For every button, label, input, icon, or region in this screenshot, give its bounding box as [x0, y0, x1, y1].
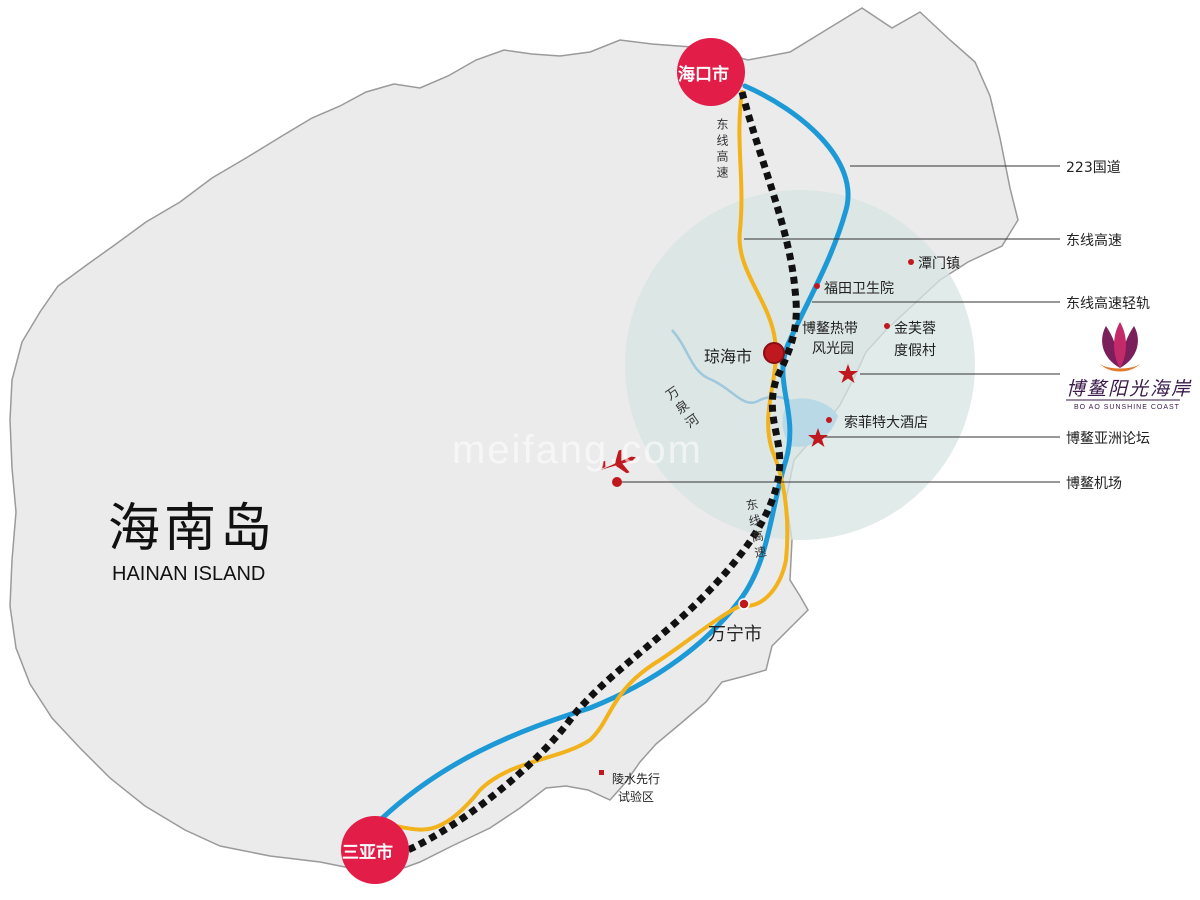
island-name-en: HAINAN ISLAND: [112, 563, 266, 585]
watermark: meifang.com: [452, 428, 703, 472]
haikou-label[interactable]: 海口市: [678, 65, 729, 85]
legend-leaders: [617, 165, 1060, 483]
sanya-label[interactable]: 三亚市: [342, 843, 393, 863]
tanmen-label: 潭门镇: [918, 256, 960, 272]
boao-park-label-2: 风光园: [812, 341, 854, 357]
boao-park-label-1: 博鳌热带: [802, 321, 858, 337]
resort-star-icon: [838, 364, 858, 383]
rail-route: [393, 91, 800, 859]
forum-star-icon: [808, 428, 828, 447]
haikou-marker[interactable]: [677, 38, 745, 106]
logo-subtitle: BO AO SUNSHINE COAST: [1074, 404, 1180, 411]
futian-dot: [814, 283, 820, 289]
jinfurong-dot: [884, 323, 890, 329]
lingshui-label-1: 陵水先行: [612, 772, 661, 786]
wanning-label[interactable]: 万宁市: [708, 624, 762, 645]
wanquan-river: [671, 329, 801, 409]
qionghai-label[interactable]: 琼海市: [704, 347, 753, 366]
lingshui-label-2: 试验区: [618, 790, 655, 804]
qionghai-marker[interactable]: [763, 342, 785, 364]
boao-halo: [625, 190, 975, 540]
river-estuary: [782, 398, 838, 447]
legend-forum: 博鳌亚洲论坛: [1066, 431, 1150, 447]
lingshui-dot: [599, 770, 604, 775]
legend-airport: 博鳌机场: [1066, 476, 1122, 492]
logo-name: 博鳌阳光海岸: [1066, 378, 1193, 400]
expressway-label-north: 东线高速: [715, 118, 729, 182]
airplane-icon: [600, 449, 636, 474]
sofitel-dot: [826, 417, 832, 423]
legend-g223: 223国道: [1066, 160, 1121, 176]
wanning-marker[interactable]: [738, 598, 750, 610]
sofitel-label: 索菲特大酒店: [844, 415, 928, 431]
legend-expressway: 东线高速: [1066, 233, 1122, 249]
sanya-marker[interactable]: [341, 816, 409, 884]
legend-rail: 东线高速轻轨: [1066, 296, 1150, 312]
jinfurong-label-1: 金芙蓉: [894, 321, 936, 337]
jinfurong-label-2: 度假村: [894, 343, 936, 359]
logo-lotus-icon: [1100, 322, 1140, 372]
tanmen-dot: [908, 259, 914, 265]
futian-label: 福田卫生院: [824, 281, 894, 297]
island-name-cn: 海南岛: [108, 499, 277, 559]
airport-dot: [612, 477, 622, 487]
